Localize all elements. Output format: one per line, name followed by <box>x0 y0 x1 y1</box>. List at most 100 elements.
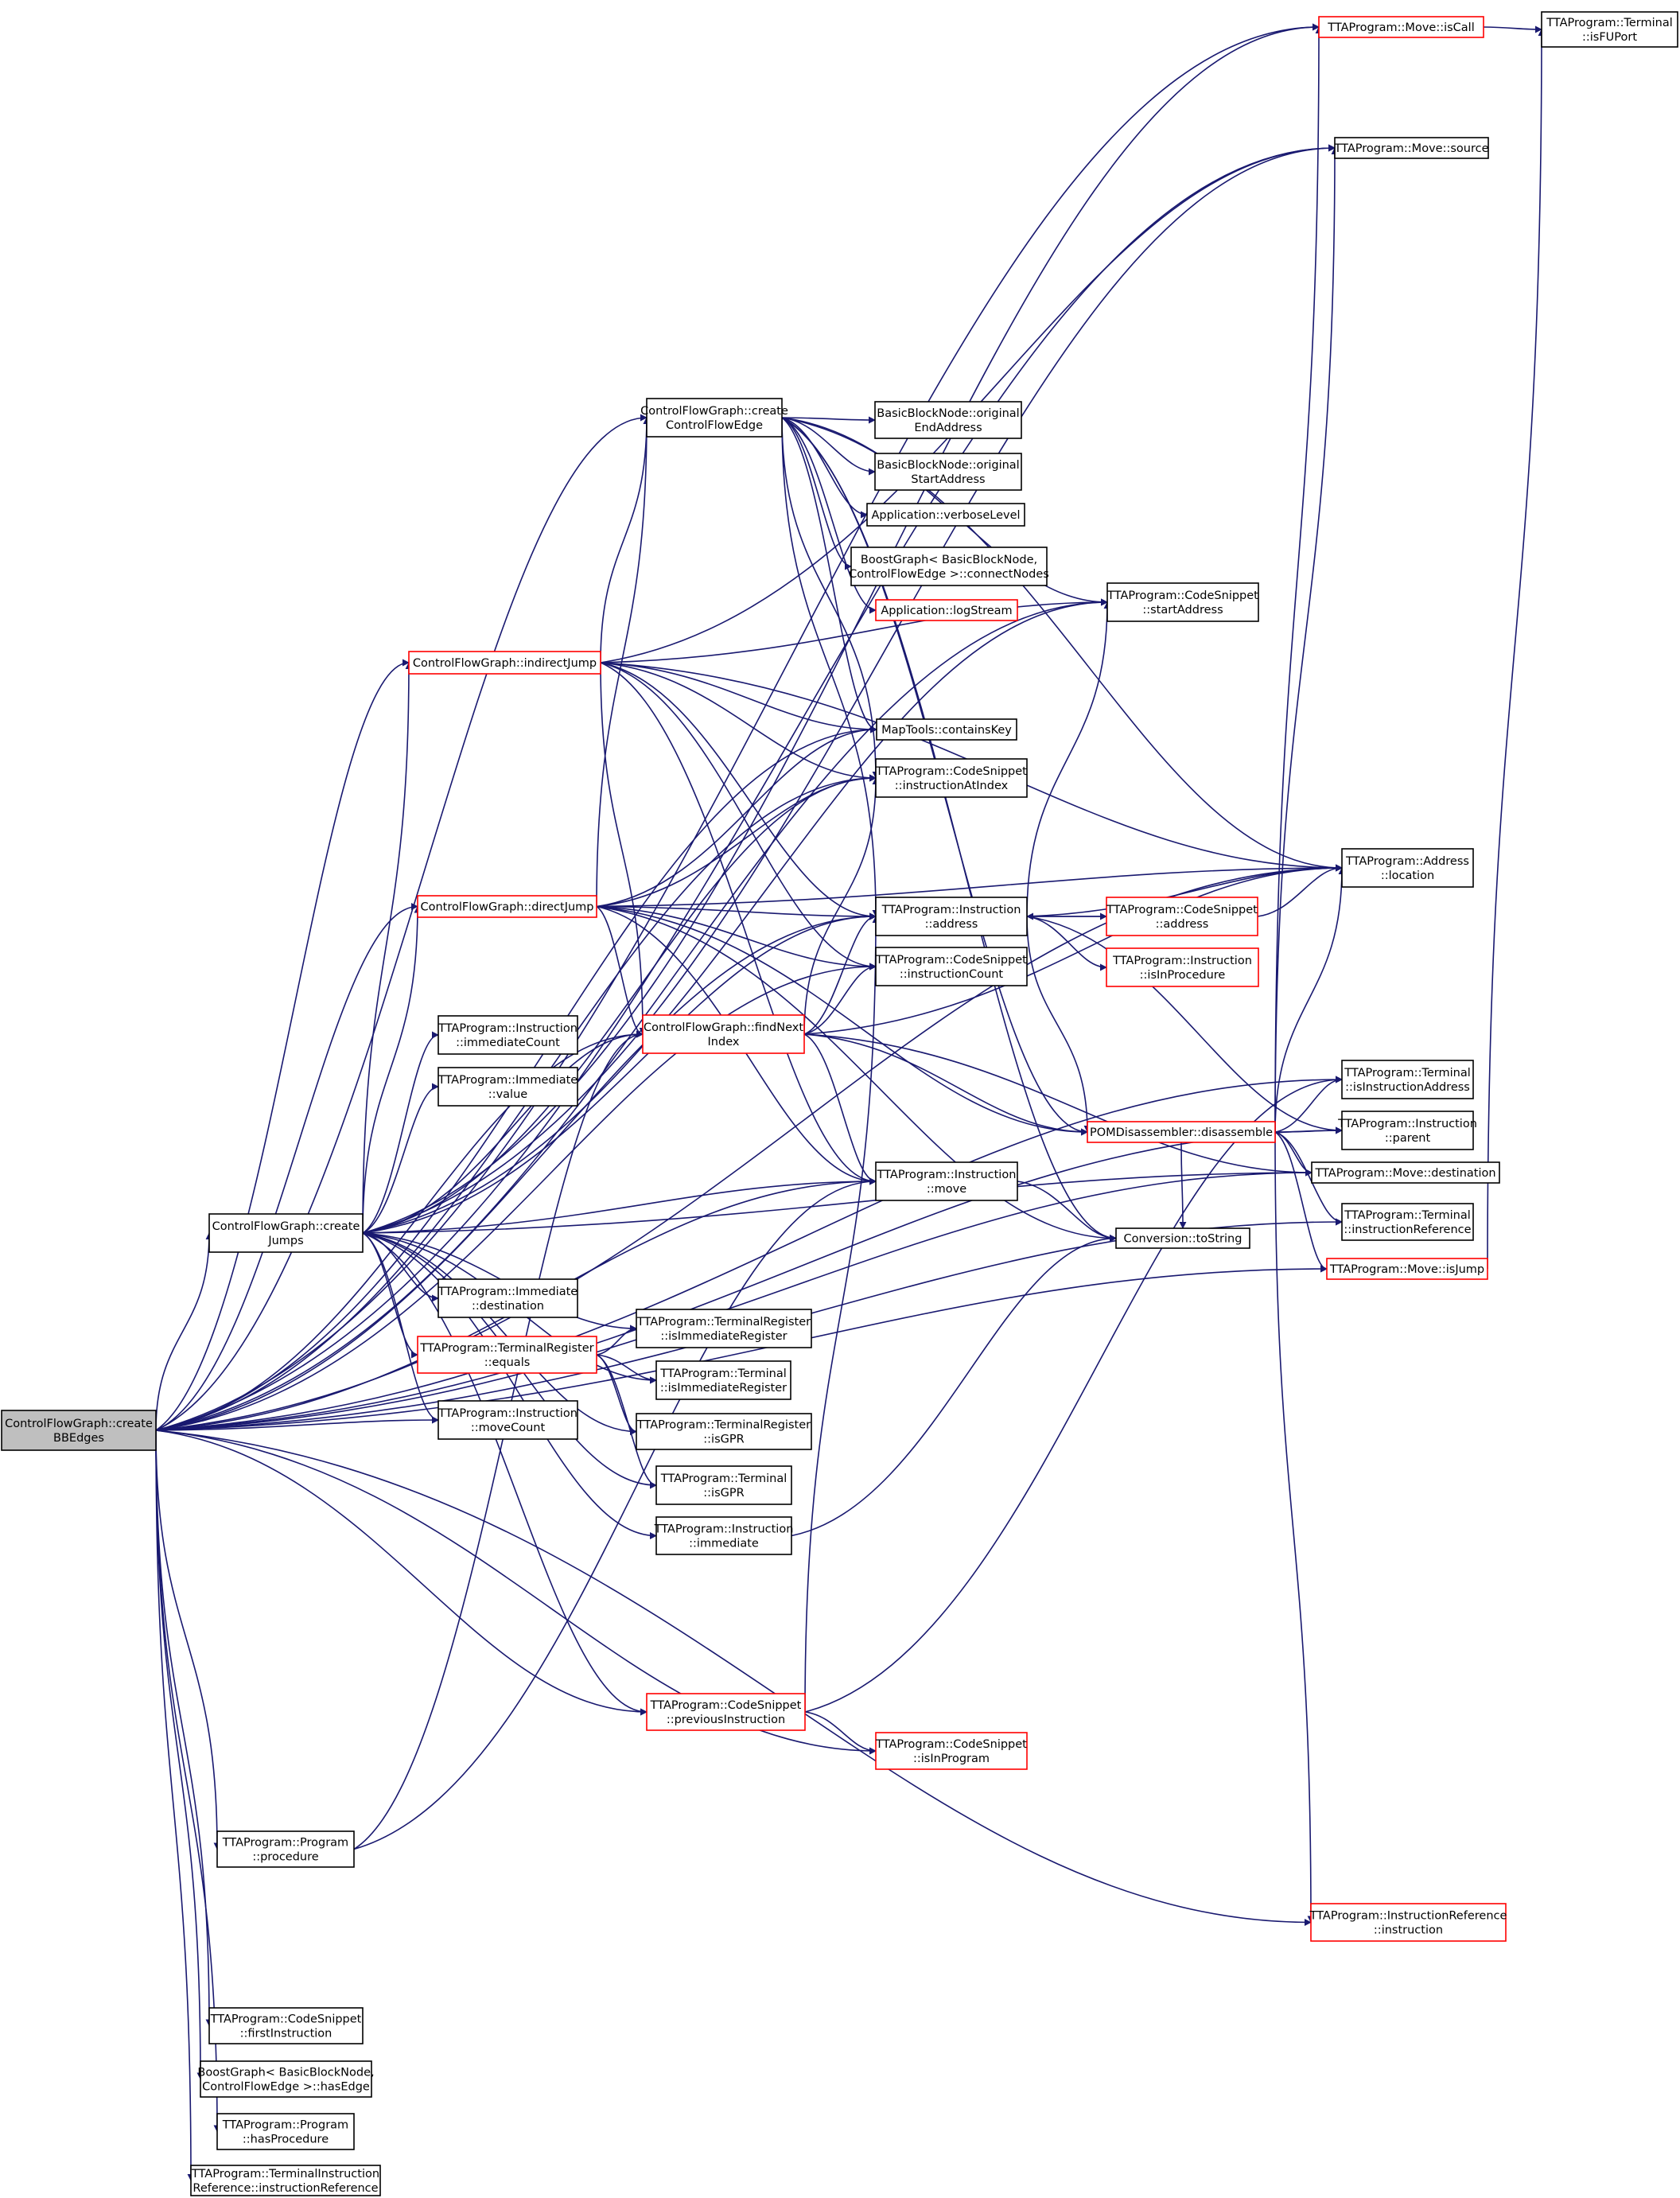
edge-indirectJump-to-findNextIndex <box>600 662 647 1035</box>
node-label: ::destination <box>472 1300 544 1313</box>
node-label: ::immediateCount <box>456 1037 560 1049</box>
edge-createJumps-to-indirectJump <box>362 662 413 1234</box>
node-pomDisassemble[interactable]: POMDisassembler::disassemble <box>1087 1121 1276 1143</box>
edge-directJump-to-instrAddress <box>596 905 877 920</box>
node-moveDestination[interactable]: TTAProgram::Move::destination <box>1311 1161 1500 1184</box>
node-label: TTAProgram::Terminal <box>1344 1067 1470 1080</box>
node-immDestination[interactable]: TTAProgram::Immediate::destination <box>438 1278 578 1318</box>
edge-createCFE-to-containsKey <box>781 417 877 733</box>
node-label: ::previousInstruction <box>667 1714 785 1726</box>
node-label: TTAProgram::Move::destination <box>1314 1167 1495 1180</box>
node-moveSource[interactable]: TTAProgram::Move::source <box>1333 137 1489 159</box>
edge-directJump-to-createCFE <box>596 417 651 907</box>
node-addrLocation[interactable]: TTAProgram::Address::location <box>1341 848 1474 888</box>
node-trIsGPR[interactable]: TTAProgram::TerminalRegister::isGPR <box>636 1413 812 1450</box>
node-csPrevInstr[interactable]: TTAProgram::CodeSnippet::previousInstruc… <box>646 1693 806 1731</box>
node-trEquals[interactable]: TTAProgram::TerminalRegister::equals <box>417 1336 597 1374</box>
node-moveIsJump[interactable]: TTAProgram::Move::isJump <box>1326 1258 1488 1280</box>
node-label: TTAProgram::CodeSnippet <box>650 1699 802 1712</box>
node-csIsInProgram[interactable]: TTAProgram::CodeSnippet::isInProgram <box>875 1732 1028 1770</box>
node-tiInstrRef[interactable]: TTAProgram::TerminalInstructionReference… <box>190 2165 381 2196</box>
edge-csPrevInstr-to-csIsInProgram <box>804 1711 877 1755</box>
node-label: ::procedure <box>252 1851 318 1864</box>
edge-indirectJump-to-csInstrCount <box>600 662 877 971</box>
node-csAddress[interactable]: TTAProgram::CodeSnippet::address <box>1106 897 1258 936</box>
node-label: TTAProgram::CodeSnippet <box>875 1738 1027 1751</box>
node-label: ControlFlowGraph::create <box>212 1220 360 1233</box>
node-termIsImmReg[interactable]: TTAProgram::Terminal::isImmediateRegiste… <box>655 1360 791 1400</box>
node-csStartAddress[interactable]: TTAProgram::CodeSnippet::startAddress <box>1106 582 1259 622</box>
edge-createJumps-to-instrMove <box>362 1177 877 1234</box>
node-directJump[interactable]: ControlFlowGraph::directJump <box>417 895 597 918</box>
node-label: TTAProgram::Immediate <box>438 1286 578 1298</box>
node-instrMoveCount[interactable]: TTAProgram::Instruction::moveCount <box>438 1400 578 1440</box>
edge-indirectJump-to-instrAddress <box>600 662 877 920</box>
edge-findNextIndex-to-moveDestination <box>803 1033 1312 1177</box>
node-csInstrCount[interactable]: TTAProgram::CodeSnippet::instructionCoun… <box>875 947 1028 986</box>
node-progHasProc[interactable]: TTAProgram::Program::hasProcedure <box>216 2113 355 2150</box>
node-label: Application::logStream <box>881 605 1012 617</box>
edge-root-to-instrAddress <box>155 912 877 1431</box>
node-label: EndAddress <box>914 422 982 434</box>
edge-instrImmediate-to-toString <box>791 1235 1117 1537</box>
node-instrMove[interactable]: TTAProgram::Instruction::move <box>875 1161 1018 1201</box>
node-label: ::equals <box>484 1356 531 1369</box>
node-trIsImmReg[interactable]: TTAProgram::TerminalRegister::isImmediat… <box>636 1309 812 1348</box>
node-moveIsCall[interactable]: TTAProgram::Move::isCall <box>1318 16 1484 38</box>
node-csInstrAtIndex[interactable]: TTAProgram::CodeSnippet::instructionAtIn… <box>875 758 1028 798</box>
edge-root-to-csFirstInstr <box>155 1430 213 2027</box>
node-label: BasicBlockNode::original <box>877 407 1019 420</box>
node-containsKey[interactable]: MapTools::containsKey <box>876 718 1017 741</box>
node-label: ControlFlowGraph::create <box>5 1418 153 1430</box>
node-termIsInstrAddr[interactable]: TTAProgram::Terminal::isInstructionAddre… <box>1341 1060 1474 1099</box>
node-label: ::isGPR <box>703 1487 744 1500</box>
node-label: ::isGPR <box>703 1434 744 1446</box>
node-instrAddress[interactable]: TTAProgram::Instruction::address <box>875 897 1028 936</box>
node-label: ::move <box>927 1183 966 1196</box>
edge-root-to-tiInstrRef <box>155 1430 195 2181</box>
node-progProcedure[interactable]: TTAProgram::Program::procedure <box>216 1830 355 1868</box>
node-instrIsInProc[interactable]: TTAProgram::Instruction::isInProcedure <box>1106 947 1259 987</box>
node-immValue[interactable]: TTAProgram::Immediate::value <box>438 1067 578 1107</box>
node-connectNodes[interactable]: BoostGraph< BasicBlockNode,ControlFlowEd… <box>849 547 1049 586</box>
node-instrRefInstr[interactable]: TTAProgram::InstructionReference::instru… <box>1309 1903 1507 1942</box>
edge-createCFE-to-connectNodes <box>781 417 852 570</box>
node-toString[interactable]: Conversion::toString <box>1115 1227 1250 1249</box>
node-label: TTAProgram::CodeSnippet <box>1106 904 1258 916</box>
edge-pomDisassemble-to-toString <box>1179 1142 1187 1229</box>
edge-csAddress-to-addrLocation <box>1257 864 1343 917</box>
edge-root-to-createCFE <box>155 414 648 1431</box>
edge-createJumps-to-moveSource <box>362 144 1336 1234</box>
edge-createCFE-to-bbOrigStart <box>781 417 876 476</box>
edge-createJumps-to-csStartAddress <box>362 598 1108 1234</box>
node-csFirstInstr[interactable]: TTAProgram::CodeSnippet::firstInstructio… <box>208 2007 364 2044</box>
node-instrImmCount[interactable]: TTAProgram::Instruction::immediateCount <box>438 1015 578 1055</box>
node-logStream[interactable]: Application::logStream <box>875 599 1018 621</box>
edge-root-to-csPrevInstr <box>155 1430 648 1716</box>
node-termIsFUPort[interactable]: TTAProgram::Terminal::isFUPort <box>1541 11 1678 48</box>
node-label: ::value <box>488 1088 527 1101</box>
node-label: Index <box>708 1036 740 1048</box>
edge-trEquals-to-trIsGPR <box>596 1354 637 1435</box>
node-instrParent[interactable]: TTAProgram::Instruction::parent <box>1337 1111 1477 1150</box>
node-bgHasEdge[interactable]: BoostGraph< BasicBlockNode,ControlFlowEd… <box>197 2060 375 2098</box>
node-label: ::location <box>1381 869 1434 882</box>
node-instrImmediate[interactable]: TTAProgram::Instruction::immediate <box>654 1516 794 1555</box>
edge-findNextIndex-to-csInstrAtIndex <box>803 777 880 1035</box>
edge-progProcedure-to-instrMove <box>353 1177 877 1850</box>
edge-trEquals-to-termIsGPR <box>596 1354 657 1489</box>
node-verboseLevel[interactable]: Application::verboseLevel <box>866 503 1025 527</box>
edge-directJump-to-findNextIndex <box>596 905 644 1038</box>
edge-indirectJump-to-instrMove <box>600 662 877 1185</box>
node-termInstrRef[interactable]: TTAProgram::Terminal::instructionReferen… <box>1341 1203 1474 1241</box>
edge-instrAddress-to-csStartAddress <box>1026 601 1111 917</box>
edge-instrMove-to-toString <box>1017 1181 1117 1242</box>
node-indirectJump[interactable]: ControlFlowGraph::indirectJump <box>408 651 601 675</box>
node-termIsGPR[interactable]: TTAProgram::Terminal::isGPR <box>655 1465 792 1505</box>
